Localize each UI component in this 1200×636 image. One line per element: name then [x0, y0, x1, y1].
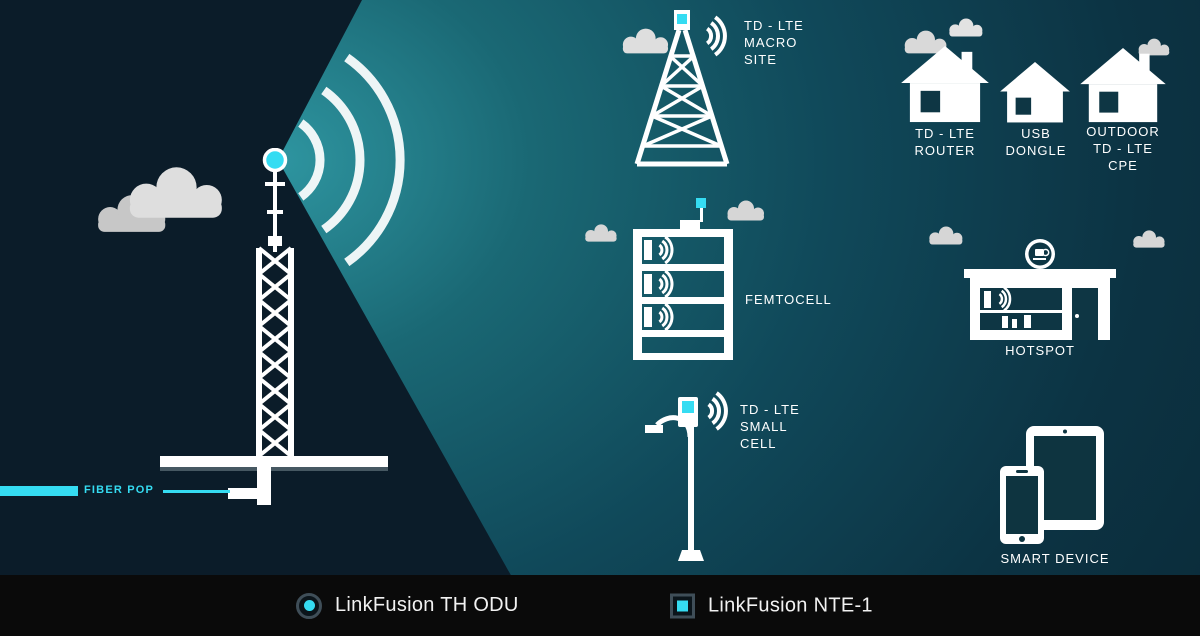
odu-dot-icon: [262, 148, 288, 173]
cloud-icon: [727, 200, 764, 221]
hotspot-storefront-icon: [964, 239, 1116, 340]
smart-device-label: SMART DEVICE: [1000, 551, 1110, 566]
macro-tower-icon: [634, 10, 730, 167]
house-cpe-icon: [1080, 48, 1166, 123]
nte-square-icon: [682, 401, 694, 413]
cloud-icon: [949, 18, 983, 37]
router-label: TD - LTE ROUTER: [914, 126, 976, 158]
legend-item-nte: LinkFusion NTE-1: [670, 593, 873, 618]
coffee-cup-icon: [1035, 249, 1044, 256]
nte-legend-icon: [670, 593, 695, 618]
odu-legend-icon: [296, 592, 322, 619]
femtocell-building-icon: [633, 198, 733, 360]
nte-legend-label: LinkFusion NTE-1: [708, 594, 873, 616]
macro-site-label: TD - LTE MACRO SITE: [744, 18, 804, 67]
legend-item-odu: LinkFusion TH ODU: [296, 592, 519, 619]
odu-legend-label: LinkFusion TH ODU: [335, 594, 519, 616]
cloud-icon: [904, 30, 947, 54]
femtocell-label: FEMTOCELL: [745, 292, 832, 307]
small-cell-label: TD - LTE SMALL CELL: [740, 402, 800, 451]
house-router-icon: [901, 46, 989, 123]
cloud-icon: [1138, 38, 1170, 56]
cloud-icon: [585, 224, 617, 242]
fiber-line-thin: [163, 490, 230, 493]
signal-waves-icon: [298, 53, 405, 267]
house-dongle-icon: [1000, 62, 1070, 123]
cloud-icon: [1133, 230, 1165, 248]
smart-device-icon: [1000, 426, 1104, 544]
cloud-icon: [129, 167, 222, 218]
hotspot-label: HOTSPOT: [1005, 343, 1075, 358]
fiber-tower-icon: [160, 148, 388, 505]
fiber-pop-label: FIBER POP: [84, 484, 155, 496]
fiber-line: [0, 486, 78, 496]
outdoor-cpe-label: OUTDOOR TD - LTE CPE: [1086, 124, 1160, 173]
cloud-icon: [622, 28, 669, 54]
door-icon: [1072, 288, 1098, 340]
nte-square-icon: [696, 198, 706, 208]
cloud-icon: [929, 226, 963, 245]
usb-dongle-label: USB DONGLE: [1005, 126, 1067, 158]
nte-square-icon: [677, 14, 687, 24]
small-cell-pole-icon: [645, 391, 728, 561]
legend-bar: LinkFusion TH ODU LinkFusion NTE-1: [0, 575, 1200, 636]
